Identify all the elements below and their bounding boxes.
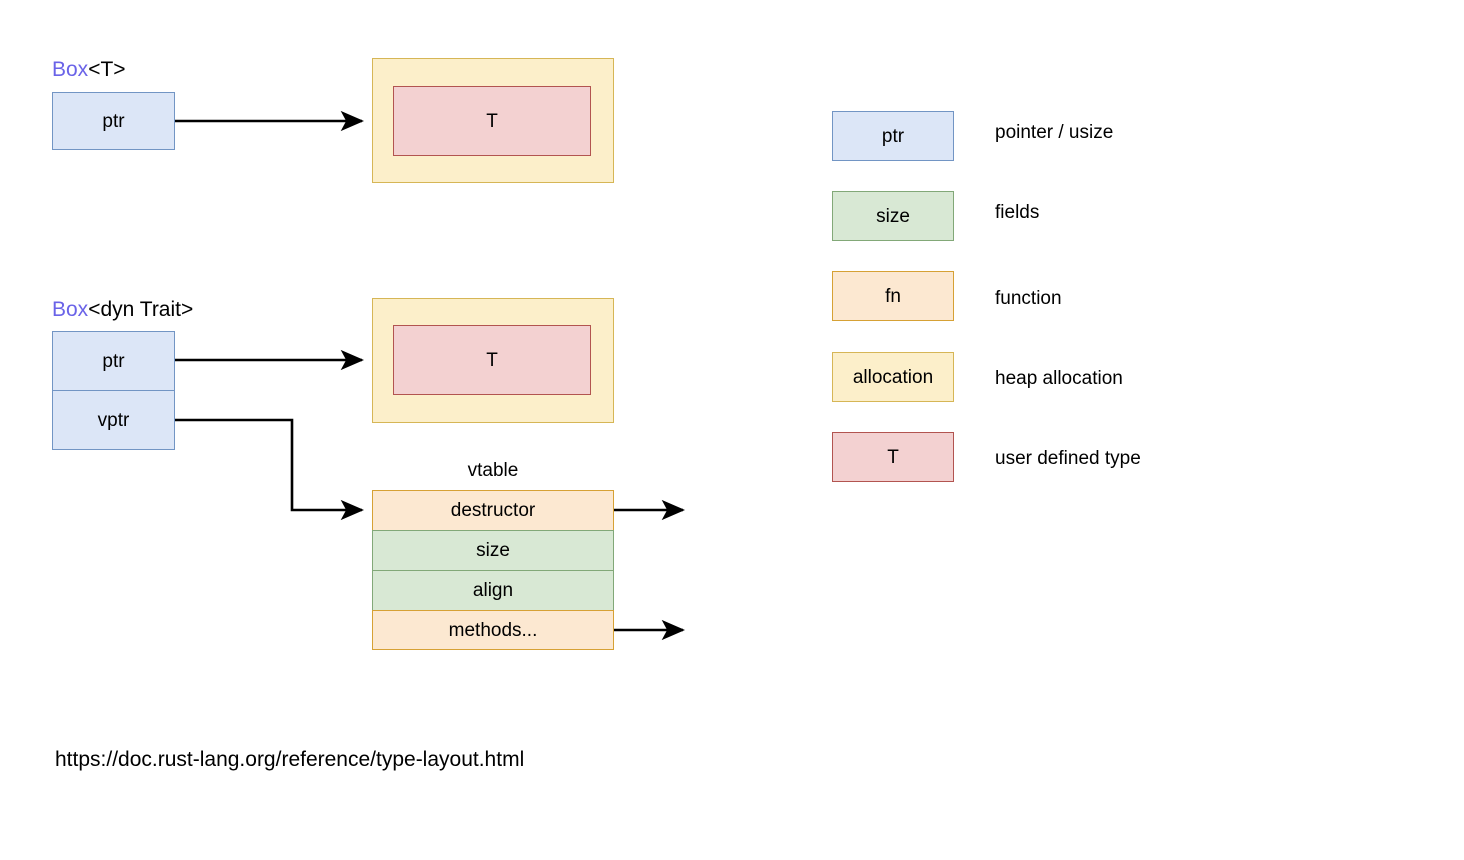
legend-swatch-allocation: allocation [832,352,954,402]
legend-description-ptr-text: pointer / usize [995,122,1114,143]
legend-swatch-fn: fn [832,271,954,321]
legend-swatch-ptr-label: ptr [881,125,905,147]
box-dyn-vptr-label: vptr [97,409,130,431]
box-t-ptr-label: ptr [102,110,125,132]
legend-swatch-size: size [832,191,954,241]
legend-description-fn: function [995,289,1062,308]
legend-description-allocation: heap allocation [995,369,1123,388]
box-dyn-title-generic: <dyn Trait> [88,298,194,321]
box-dyn-title-keyword: Box [52,298,89,321]
legend-description-size: fields [995,203,1039,222]
box-t-title: Box<T> [52,59,126,80]
legend-description-user-defined-type-text: user defined type [995,448,1141,469]
legend-description-user-defined-type: user defined type [995,449,1141,468]
vtable-row-size-label: size [476,540,510,561]
legend-swatch-user-defined-type-label: T [887,446,899,468]
box-t-title-generic: <T> [88,58,126,81]
box-dyn-vptr-cell[interactable]: vptr [52,390,175,450]
legend-description-ptr: pointer / usize [995,123,1113,142]
vtable-row-size[interactable]: size [372,530,614,570]
vtable-caption: vtable [372,461,614,480]
box-dyn-ptr-label: ptr [102,350,125,372]
box-dyn-ptr-cell[interactable]: ptr [52,331,175,390]
box-t-ptr-cell[interactable]: ptr [52,92,175,150]
vtable-row-align[interactable]: align [372,570,614,610]
vtable-row-methods-label: methods... [448,619,538,641]
source-url[interactable]: https://doc.rust-lang.org/reference/type… [55,749,524,770]
legend-description-allocation-text: heap allocation [995,368,1123,389]
box-dyn-title: Box<dyn Trait> [52,299,193,320]
box-t-allocation-inner-label: T [486,110,498,132]
vtable-row-align-label: align [472,580,514,601]
legend-swatch-user-defined-type: T [832,432,954,482]
arrow-boxdyn-vptr-to-vtable [175,418,365,521]
legend-swatch-allocation-label: allocation [852,366,934,388]
box-dyn-allocation-inner-label: T [486,349,498,371]
vtable-row-destructor[interactable]: destructor [372,490,614,530]
legend-swatch-size-label: size [876,205,910,227]
legend-swatch-ptr: ptr [832,111,954,161]
legend-description-size-text: fields [995,202,1040,223]
source-url-text: https://doc.rust-lang.org/reference/type… [55,748,525,771]
box-t-title-keyword: Box [52,58,89,81]
vtable-row-destructor-label: destructor [450,500,536,521]
vtable-caption-label: vtable [467,460,519,481]
box-dyn-allocation-inner-type: T [393,325,591,395]
vtable-row-methods[interactable]: methods... [372,610,614,650]
box-t-allocation-inner-type: T [393,86,591,156]
legend-description-fn-text: function [995,288,1062,309]
legend-swatch-fn-label: fn [885,285,901,307]
